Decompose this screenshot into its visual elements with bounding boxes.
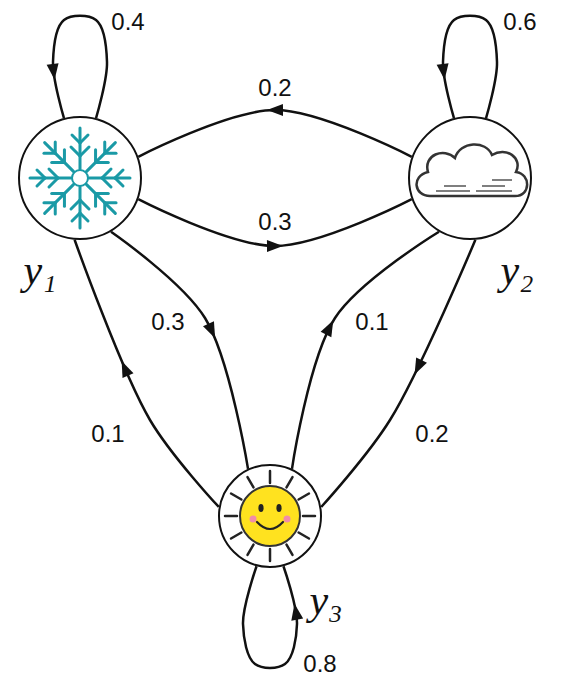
state-label: y₁ — [23, 249, 56, 291]
snowflake-center — [72, 170, 88, 186]
snowflake-arm — [30, 169, 71, 187]
arrowhead — [415, 357, 427, 374]
transition-line — [75, 240, 219, 507]
cloud-shading — [436, 180, 512, 191]
snowflake-arm — [71, 187, 89, 228]
transition-line — [53, 16, 107, 118]
sun-rays — [225, 471, 315, 561]
arrowhead — [267, 104, 283, 116]
sun-disk — [240, 486, 300, 546]
arrowhead — [203, 321, 215, 338]
state-circle: y₁ — [18, 116, 142, 240]
transition-arrow — [47, 16, 107, 118]
cloud-outline — [417, 144, 528, 196]
transition-arrow — [138, 199, 411, 252]
transition-arrow — [243, 566, 303, 668]
transition-probability: 0.8 — [301, 651, 338, 677]
sun-cheek — [250, 516, 257, 523]
snowflake-arm — [89, 169, 130, 187]
transition-arrow — [321, 240, 475, 507]
transition-probability: 0.4 — [109, 9, 146, 35]
transition-line — [243, 566, 297, 668]
transition-probability: 0.2 — [413, 421, 450, 447]
transition-line — [111, 232, 248, 469]
transition-line — [443, 16, 497, 118]
snowflake-arm — [71, 128, 89, 169]
state-label: y₂ — [500, 249, 533, 291]
state-label: y₃ — [309, 579, 342, 621]
transition-arrow — [111, 232, 248, 469]
transition-probability: 0.3 — [149, 309, 186, 335]
sun-smile — [257, 522, 283, 529]
transition-line — [321, 240, 475, 507]
arrowhead — [291, 604, 303, 621]
transition-probability: 0.3 — [256, 209, 293, 235]
sun-eye — [258, 504, 263, 512]
transition-line — [138, 199, 411, 246]
transition-probability: 0.1 — [353, 309, 390, 335]
transition-probability: 0.1 — [89, 421, 126, 447]
arrowhead — [122, 361, 134, 378]
arrowhead — [437, 63, 449, 80]
cloud-icon — [417, 144, 528, 196]
arrowhead — [321, 320, 334, 337]
transition-probability: 0.2 — [256, 75, 293, 101]
transition-arrow — [75, 240, 219, 507]
transition-arrow — [138, 104, 411, 157]
snowflake-icon — [30, 128, 130, 228]
sun-icon — [225, 471, 315, 561]
state-circle: y₂ — [408, 116, 532, 240]
transition-line — [138, 110, 411, 157]
transition-arrow — [437, 16, 497, 118]
arrowhead — [47, 63, 59, 80]
transition-probability: 0.6 — [501, 9, 538, 35]
sun-eye — [276, 504, 281, 512]
state-circle: y₃ — [218, 464, 322, 568]
sun-cheek — [284, 516, 291, 523]
arrowhead — [267, 240, 283, 252]
